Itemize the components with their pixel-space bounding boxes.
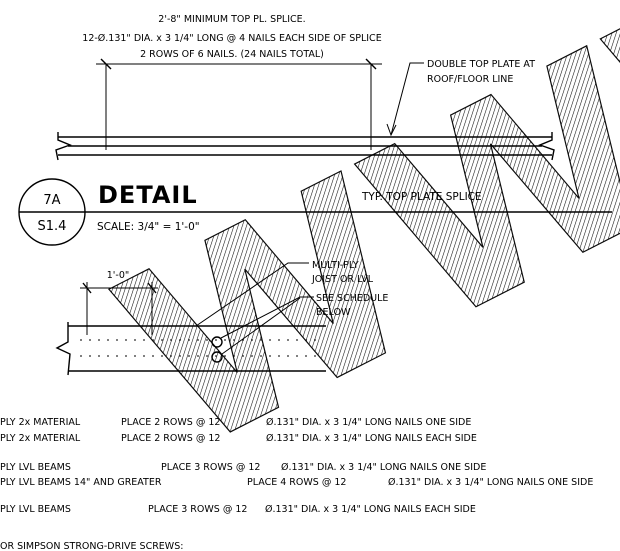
schedule-leader-lower [221,297,301,355]
multi-ply-callout-1: MULTI-PLY [312,260,359,271]
top-plate-splice: 2'-8" MINIMUM TOP PL. SPLICE. 12-Ø.131" … [55,14,555,161]
schedule-row-3-rows: PLACE 3 ROWS @ 12 [161,462,260,473]
multi-ply-leader [195,262,309,327]
schedule-row-4-nails: Ø.131" DIA. x 3 1/4" LONG NAILS ONE SIDE [388,477,593,488]
schedule-row-4-member: PLY LVL BEAMS 14" AND GREATER [0,477,162,488]
schedule-callout-1: SEE SCHEDULE [316,293,388,304]
schedule-row-5-nails: Ø.131" DIA. x 3 1/4" LONG NAILS EACH SID… [265,504,476,515]
schedule-row-2-member: PLY 2x MATERIAL [0,433,81,444]
detail-subtitle: TYP. TOP PLATE SPLICE [361,191,482,203]
top-plate-break-left [55,132,72,161]
splice-note-line-2: 12-Ø.131" DIA. x 3 1/4" LONG @ 4 NAILS E… [82,33,381,44]
schedule-row-1-rows: PLACE 2 ROWS @ 12 [121,417,220,428]
splice-note-line-1: 2'-8" MINIMUM TOP PL. SPLICE. [158,14,305,25]
nail-callout-circle-lower [211,351,223,363]
schedule-row-4-rows: PLACE 4 ROWS @ 12 [247,477,346,488]
nail-spacing-dimension: 1'-0" [107,270,130,281]
double-top-plate-callout-2: ROOF/FLOOR LINE [427,74,513,85]
beam-break-left [55,322,71,376]
schedule-row-1-member: PLY 2x MATERIAL [0,417,81,428]
beam-nailing-detail: 1'-0" MULTI-PLY JOIST OR LVL SEE SCHEDUL… [55,260,388,376]
watermark: WWW. [79,0,620,508]
schedule-row-5-rows: PLACE 3 ROWS @ 12 [148,504,247,515]
detail-title: DETAIL [98,181,198,209]
schedule-row-3-member: PLY LVL BEAMS [0,462,71,473]
double-top-plate-callout-1: DOUBLE TOP PLATE AT [427,59,535,70]
watermark-text: WWW. [80,0,620,508]
top-plate-break-right [538,132,555,161]
detail-title-block: 7A S1.4 DETAIL SCALE: 3/4" = 1'-0" TYP. … [18,178,612,246]
schedule-row-1-nails: Ø.131" DIA. x 3 1/4" LONG NAILS ONE SIDE [266,417,471,428]
multi-ply-callout-2: JOIST OR LVL [311,274,374,285]
schedule-row-2-nails: Ø.131" DIA. x 3 1/4" LONG NAILS EACH SID… [266,433,477,444]
double-top-plate-arrow [386,123,397,137]
schedule-row-5-member: PLY LVL BEAMS [0,504,71,515]
schedule-row-3-nails: Ø.131" DIA. x 3 1/4" LONG NAILS ONE SIDE [281,462,486,473]
nail-callout-circle-upper [211,336,223,348]
double-top-plate-leader [390,62,424,136]
nailing-schedule: PLY 2x MATERIAL PLACE 2 ROWS @ 12 Ø.131"… [0,417,593,551]
schedule-leader [220,296,314,339]
detail-number: 7A [43,193,60,208]
schedule-callout-2: BELOW [316,307,351,318]
detail-scale: SCALE: 3/4" = 1'-0" [97,221,200,233]
sheet-number: S1.4 [38,219,67,234]
schedule-row-2-rows: PLACE 2 ROWS @ 12 [121,433,220,444]
splice-note-line-3: 2 ROWS OF 6 NAILS. (24 NAILS TOTAL) [140,49,324,60]
schedule-footer: OR SIMPSON STRONG-DRIVE SCREWS: [0,541,183,551]
